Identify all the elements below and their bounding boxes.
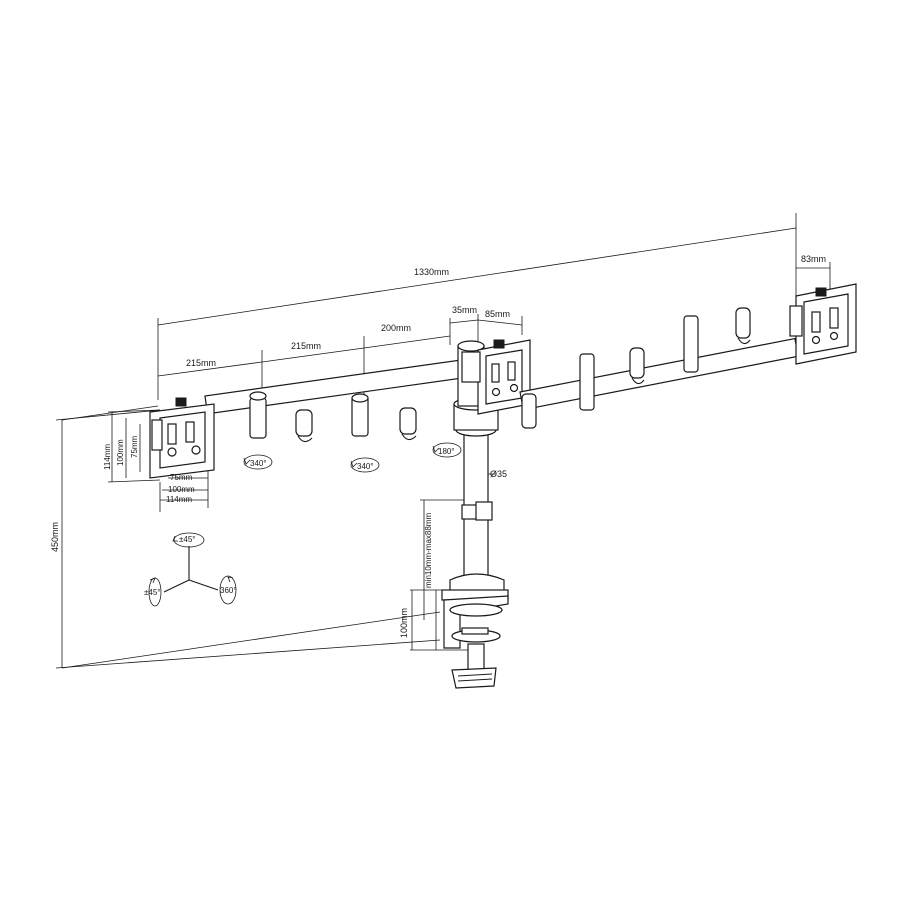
dim-center-plate-offset: 85mm <box>485 309 510 319</box>
dim-clamp-range: min10mm-max88mm <box>424 513 433 588</box>
rotation-tilt: ±45° <box>179 535 196 544</box>
rotation-indicators <box>243 442 462 473</box>
center-vesa-plate <box>461 339 531 415</box>
axis-rotation-icon <box>148 532 237 607</box>
dim-vesa-75-horizontal: 75mm <box>170 473 193 482</box>
rotation-middle-joint: 340° <box>357 462 374 471</box>
dim-right-plate-offset: 83mm <box>801 254 826 264</box>
dimension-labels: 1330mm 215mm 215mm 200mm 35mm 85mm 83mm … <box>50 254 826 638</box>
dim-height: 450mm <box>50 522 60 552</box>
desk-clamp <box>441 573 509 689</box>
dimension-lines <box>55 213 831 669</box>
dim-arm-segment-1: 215mm <box>186 358 216 368</box>
center-pole <box>453 340 499 581</box>
dim-clamp-depth: 100mm <box>399 608 409 638</box>
rotation-labels: 340° 340° 180° ±45° ±45° 360° <box>144 447 455 597</box>
dim-pole-diameter: Ø35 <box>490 469 507 479</box>
dim-total-width: 1330mm <box>414 267 449 277</box>
dim-arm-segment-3: 200mm <box>381 323 411 333</box>
rotation-left-joint: 340° <box>250 459 267 468</box>
left-arm <box>204 359 466 443</box>
rotation-swivel: ±45° <box>144 588 161 597</box>
left-vesa-plate <box>149 397 215 479</box>
right-vesa-plate <box>789 283 857 365</box>
right-arm <box>519 307 799 429</box>
dim-vesa-114-vertical: 114mm <box>103 444 112 470</box>
rotation-center-joint: 180° <box>438 447 455 456</box>
dim-vesa-100-vertical: 100mm <box>116 439 125 466</box>
dim-vesa-75-vertical: 75mm <box>130 435 139 458</box>
dim-vesa-114-horizontal: 114mm <box>166 495 192 504</box>
rotation-rotate: 360° <box>220 586 237 595</box>
dim-pole-offset: 35mm <box>452 305 477 315</box>
dim-arm-segment-2: 215mm <box>291 341 321 351</box>
dim-vesa-100-horizontal: 100mm <box>168 485 195 494</box>
